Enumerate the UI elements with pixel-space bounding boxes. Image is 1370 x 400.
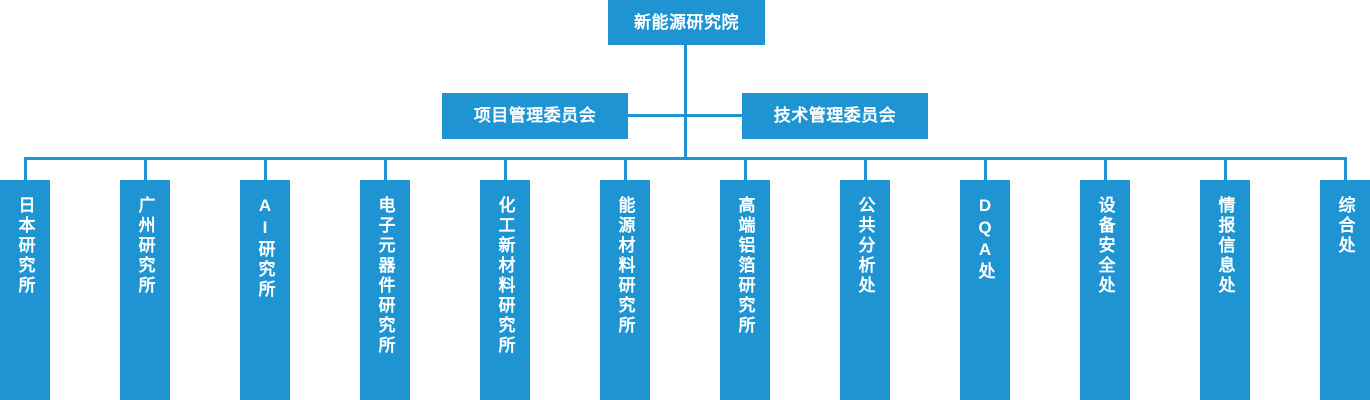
org-node-committee-technical-management-label: 技术管理委员会 bbox=[773, 106, 897, 126]
org-node-dept-general-affairs-division[interactable]: 综合处 bbox=[1320, 180, 1370, 400]
org-node-dept-public-analysis-division[interactable]: 公共分析处 bbox=[840, 180, 890, 400]
org-node-dept-label: 公共分析处 bbox=[855, 196, 875, 296]
connector-department-bus bbox=[24, 157, 1346, 160]
org-node-dept-ai-research-institute[interactable]: AI研究所 bbox=[240, 180, 290, 400]
org-node-dept-dqa-division[interactable]: DQA处 bbox=[960, 180, 1010, 400]
org-node-dept-label: 高端铝箔研究所 bbox=[735, 196, 755, 336]
connector-drop-4 bbox=[384, 157, 387, 180]
org-node-dept-label: 广州研究所 bbox=[135, 196, 155, 296]
connector-drop-7 bbox=[744, 157, 747, 180]
connector-drop-3 bbox=[264, 157, 267, 180]
org-node-dept-label: 设备安全处 bbox=[1095, 196, 1115, 296]
org-node-root-label: 新能源研究院 bbox=[634, 12, 739, 32]
org-node-dept-equipment-safety-division[interactable]: 设备安全处 bbox=[1080, 180, 1130, 400]
org-node-dept-label: 情报信息处 bbox=[1215, 196, 1235, 296]
org-node-dept-high-end-aluminum-foil-research-institute[interactable]: 高端铝箔研究所 bbox=[720, 180, 770, 400]
org-node-dept-label: 化工新材料研究所 bbox=[495, 196, 515, 356]
connector-committee-tie bbox=[628, 114, 742, 117]
org-node-dept-label: 综合处 bbox=[1335, 196, 1355, 256]
org-node-dept-label: 能源材料研究所 bbox=[615, 196, 635, 336]
connector-drop-6 bbox=[624, 157, 627, 180]
org-node-committee-project-management-label: 项目管理委员会 bbox=[473, 106, 597, 126]
org-node-dept-japan-research-institute[interactable]: 日本研究所 bbox=[0, 180, 50, 400]
org-node-dept-label: 电子元器件研究所 bbox=[375, 196, 395, 356]
org-node-dept-intelligence-information-division[interactable]: 情报信息处 bbox=[1200, 180, 1250, 400]
connector-drop-12 bbox=[1344, 157, 1347, 180]
org-node-dept-chemical-new-materials-research-institute[interactable]: 化工新材料研究所 bbox=[480, 180, 530, 400]
org-node-dept-label: DQA处 bbox=[975, 196, 995, 282]
org-node-dept-label: AI研究所 bbox=[255, 196, 275, 300]
connector-drop-10 bbox=[1104, 157, 1107, 180]
connector-drop-11 bbox=[1224, 157, 1227, 180]
connector-root-trunk bbox=[684, 45, 687, 160]
org-node-root[interactable]: 新能源研究院 bbox=[608, 0, 765, 45]
org-node-dept-energy-materials-research-institute[interactable]: 能源材料研究所 bbox=[600, 180, 650, 400]
org-node-committee-technical-management[interactable]: 技术管理委员会 bbox=[742, 93, 928, 139]
connector-drop-1 bbox=[24, 157, 27, 180]
org-node-dept-label: 日本研究所 bbox=[15, 196, 35, 296]
connector-drop-5 bbox=[504, 157, 507, 180]
org-node-dept-electronic-components-research-institute[interactable]: 电子元器件研究所 bbox=[360, 180, 410, 400]
connector-drop-2 bbox=[144, 157, 147, 180]
org-node-committee-project-management[interactable]: 项目管理委员会 bbox=[442, 93, 628, 139]
org-node-dept-guangzhou-research-institute[interactable]: 广州研究所 bbox=[120, 180, 170, 400]
connector-drop-9 bbox=[984, 157, 987, 180]
connector-drop-8 bbox=[864, 157, 867, 180]
